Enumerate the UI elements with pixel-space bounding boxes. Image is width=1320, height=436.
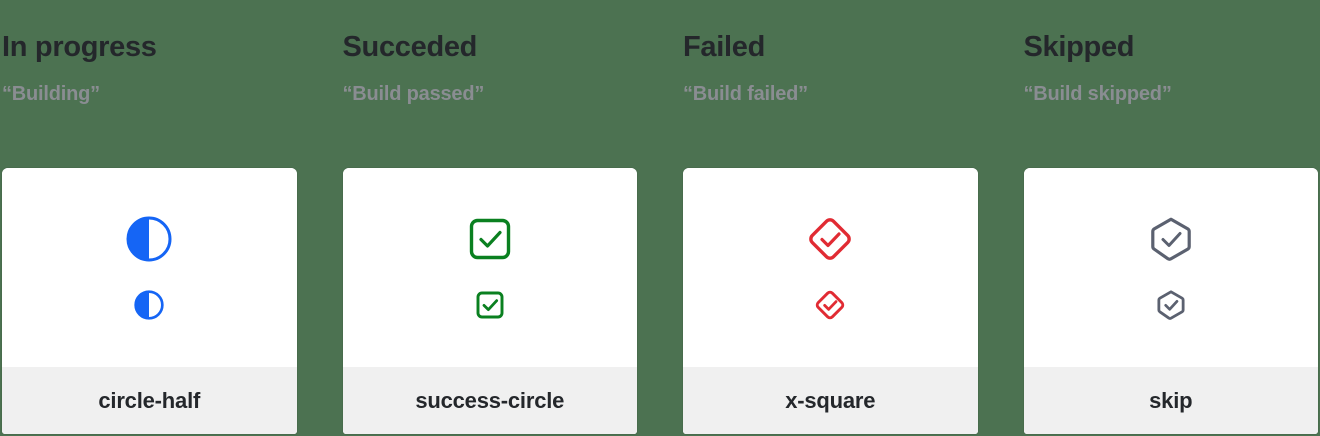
status-column-skipped: Skipped “Build skipped” skip [1023,0,1319,436]
icon-preview-area [1023,168,1318,367]
icon-preview-area [2,168,297,367]
icon-card-circle-half[interactable]: circle-half [2,168,297,434]
x-square-icon-small [816,290,845,319]
status-column-succeded: Succeded “Build passed” success-circle [342,0,638,436]
status-column-in-progress: In progress “Building” circle-half [2,0,297,436]
x-square-icon [809,217,852,260]
icon-name-label: success-circle [415,387,565,413]
success-circle-icon-small [476,291,504,318]
column-title: Failed [683,31,765,63]
circle-half-icon-small [134,289,164,320]
icon-preview-area [342,168,637,367]
column-header: Failed “Build failed” [683,0,978,105]
column-subtitle: “Build skipped” [1023,83,1172,105]
column-subtitle: “Building” [2,83,100,105]
column-title: Succeded [342,31,478,63]
icon-card-skip[interactable]: skip [1023,168,1318,434]
icon-card-x-square[interactable]: x-square [683,168,978,434]
icon-name-label: circle-half [98,387,201,413]
icon-name-label: skip [1149,387,1193,413]
icon-card-footer: success-circle [342,367,637,434]
column-header: In progress “Building” [2,0,297,105]
success-circle-icon [469,218,510,259]
icon-preview-area [683,168,978,367]
circle-half-icon [126,216,172,261]
icon-name-label: x-square [785,387,876,413]
column-title: Skipped [1023,31,1135,63]
status-column-failed: Failed “Build failed” x-squ [683,0,978,436]
column-subtitle: “Build failed” [683,83,808,105]
icon-card-footer: x-square [683,367,978,434]
column-header: Skipped “Build skipped” [1023,0,1319,105]
skip-icon [1150,217,1191,261]
column-subtitle: “Build passed” [342,83,485,105]
column-header: Succeded “Build passed” [342,0,638,105]
icon-card-footer: circle-half [2,367,297,434]
icon-card-footer: skip [1023,367,1318,434]
icon-card-success-circle[interactable]: success-circle [342,168,637,434]
column-title: In progress [2,31,157,63]
skip-icon-small [1157,289,1185,320]
